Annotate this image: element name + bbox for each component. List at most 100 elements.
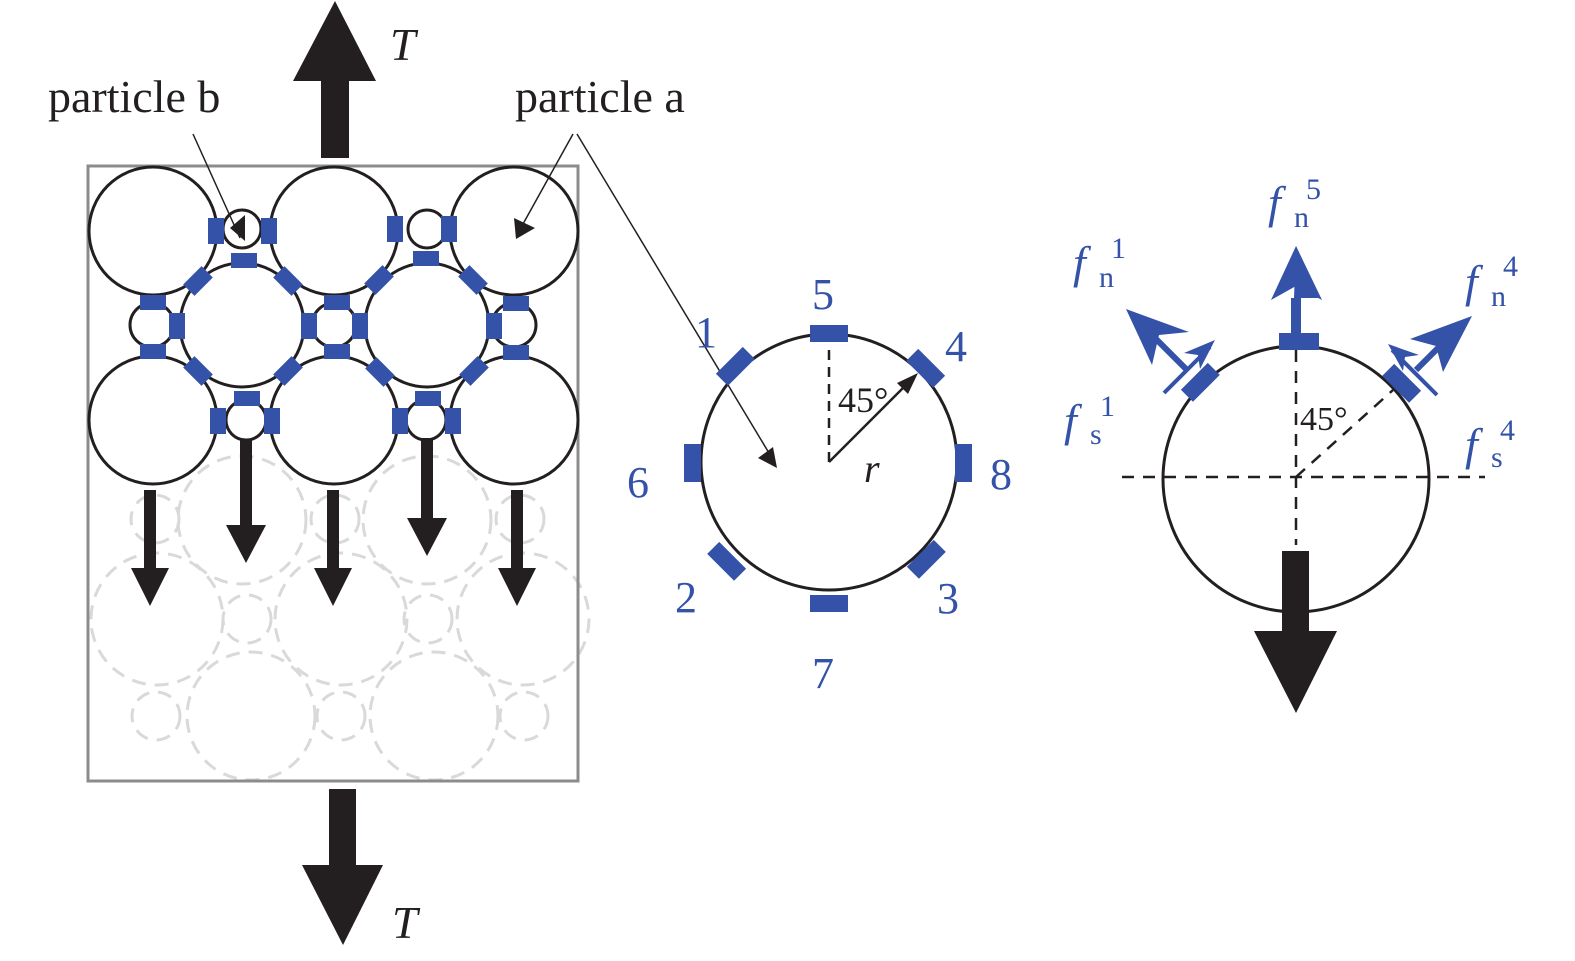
svg-text:4: 4 — [1503, 250, 1518, 283]
contact-bond — [503, 345, 529, 360]
contact-bond — [365, 357, 395, 387]
contact-number-5: 5 — [812, 270, 834, 319]
force-label-fn1: f n 1 — [1073, 232, 1126, 294]
contact-bond — [301, 313, 317, 339]
ghost-particle — [309, 493, 361, 545]
middle-panel: 45° r 1 2 3 4 5 6 7 8 — [627, 270, 1012, 698]
contact-bond — [352, 313, 368, 339]
normal-force-arrowhead-4 — [1410, 316, 1472, 372]
contact-bond — [503, 296, 529, 311]
svg-text:n: n — [1491, 280, 1506, 313]
contact-number-6: 6 — [627, 458, 649, 507]
svg-text:s: s — [1491, 441, 1503, 474]
contact-bond — [183, 356, 213, 386]
svg-text:n: n — [1099, 261, 1114, 294]
contact-number-7: 7 — [812, 649, 834, 698]
svg-text:s: s — [1090, 418, 1102, 451]
displacement-arrows — [131, 438, 536, 606]
particle-small — [406, 208, 448, 250]
ghost-particle — [315, 690, 367, 742]
displacement-arrow — [498, 490, 536, 606]
contact-bond — [140, 295, 166, 310]
contact-bond — [324, 344, 350, 359]
contact-bond — [183, 266, 213, 296]
svg-text:5: 5 — [1306, 173, 1321, 206]
contact-point-8 — [955, 444, 972, 482]
force-label-fn5: f n 5 — [1268, 173, 1321, 234]
ghost-particle — [185, 650, 317, 782]
contact-bond — [264, 408, 280, 434]
contact-number-4: 4 — [945, 322, 967, 371]
contact-bond — [486, 313, 502, 339]
leader-line-particle-a — [522, 133, 574, 225]
contact-bond — [441, 216, 457, 242]
contact-bond — [169, 313, 185, 339]
force-label-fs1: f s 1 — [1064, 390, 1115, 451]
ghost-particle — [498, 690, 550, 742]
radius-label: r — [864, 446, 880, 491]
contact-bond — [459, 356, 489, 386]
contact-bond — [261, 218, 277, 244]
ghost-particle — [130, 690, 182, 742]
contact-point-4 — [1382, 363, 1422, 403]
leader-arrowhead — [758, 447, 777, 468]
contact-point-1 — [1180, 362, 1220, 402]
displacement-arrow — [407, 438, 447, 556]
svg-text:n: n — [1294, 201, 1309, 234]
displacement-arrow — [314, 490, 352, 606]
contact-bond — [415, 391, 441, 406]
particle-a-label: particle a — [515, 71, 685, 122]
contact-bond — [231, 253, 257, 268]
particle-b-label: particle b — [48, 71, 220, 122]
contact-bond — [273, 266, 303, 296]
angle-label: 45° — [1300, 401, 1348, 438]
ghost-particle — [368, 650, 500, 782]
leader-arrowhead — [514, 218, 535, 239]
normal-force-arrowhead-1 — [1126, 309, 1189, 365]
particle-assembly — [87, 165, 580, 486]
tension-arrow-up — [293, 1, 376, 158]
contact-number-3: 3 — [937, 574, 959, 623]
contact-bond — [210, 408, 226, 434]
contact-point-5 — [1279, 333, 1319, 350]
tension-arrow-down — [302, 789, 383, 945]
contact-point-7 — [810, 595, 848, 612]
svg-text:1: 1 — [1111, 232, 1126, 265]
contact-bond — [273, 356, 303, 386]
resultant-force-arrow — [1254, 551, 1337, 713]
contact-bond — [324, 295, 350, 310]
diagonal-reference-line — [1295, 389, 1394, 478]
svg-text:f: f — [1073, 237, 1092, 288]
svg-text:1: 1 — [1100, 390, 1115, 423]
contact-bond — [445, 408, 461, 434]
right-panel: 45° f n 5 f n 1 f n 4 f s 1 f s 4 — [1064, 173, 1518, 713]
contact-point-1 — [715, 346, 755, 386]
contact-point-5 — [810, 325, 848, 342]
svg-text:4: 4 — [1500, 414, 1515, 447]
tension-label-bottom: T — [392, 897, 421, 948]
ghost-particle — [402, 593, 454, 645]
contact-point-2 — [707, 541, 747, 581]
contact-bond — [392, 408, 408, 434]
radius-arrowhead — [897, 373, 918, 394]
force-label-fn4: f n 4 — [1465, 250, 1518, 313]
contact-forces — [1126, 246, 1472, 403]
ghost-particle — [494, 493, 546, 545]
contact-bond — [458, 265, 488, 295]
contact-number-8: 8 — [990, 450, 1012, 499]
displacement-arrow — [131, 490, 169, 606]
contact-number-2: 2 — [675, 573, 697, 622]
contact-bond — [413, 251, 439, 266]
leader-line-particle-a-detail — [576, 133, 773, 459]
contact-bonds — [140, 216, 529, 434]
ghost-particle — [221, 593, 273, 645]
contact-points — [684, 325, 972, 612]
svg-text:f: f — [1268, 177, 1287, 228]
ghost-particle — [273, 551, 409, 687]
shear-force-arrowhead-4 — [1388, 344, 1419, 371]
shear-force-arrowhead-1 — [1184, 340, 1215, 369]
contact-bond — [140, 344, 166, 359]
svg-text:f: f — [1064, 395, 1083, 446]
ghost-particle — [129, 493, 181, 545]
